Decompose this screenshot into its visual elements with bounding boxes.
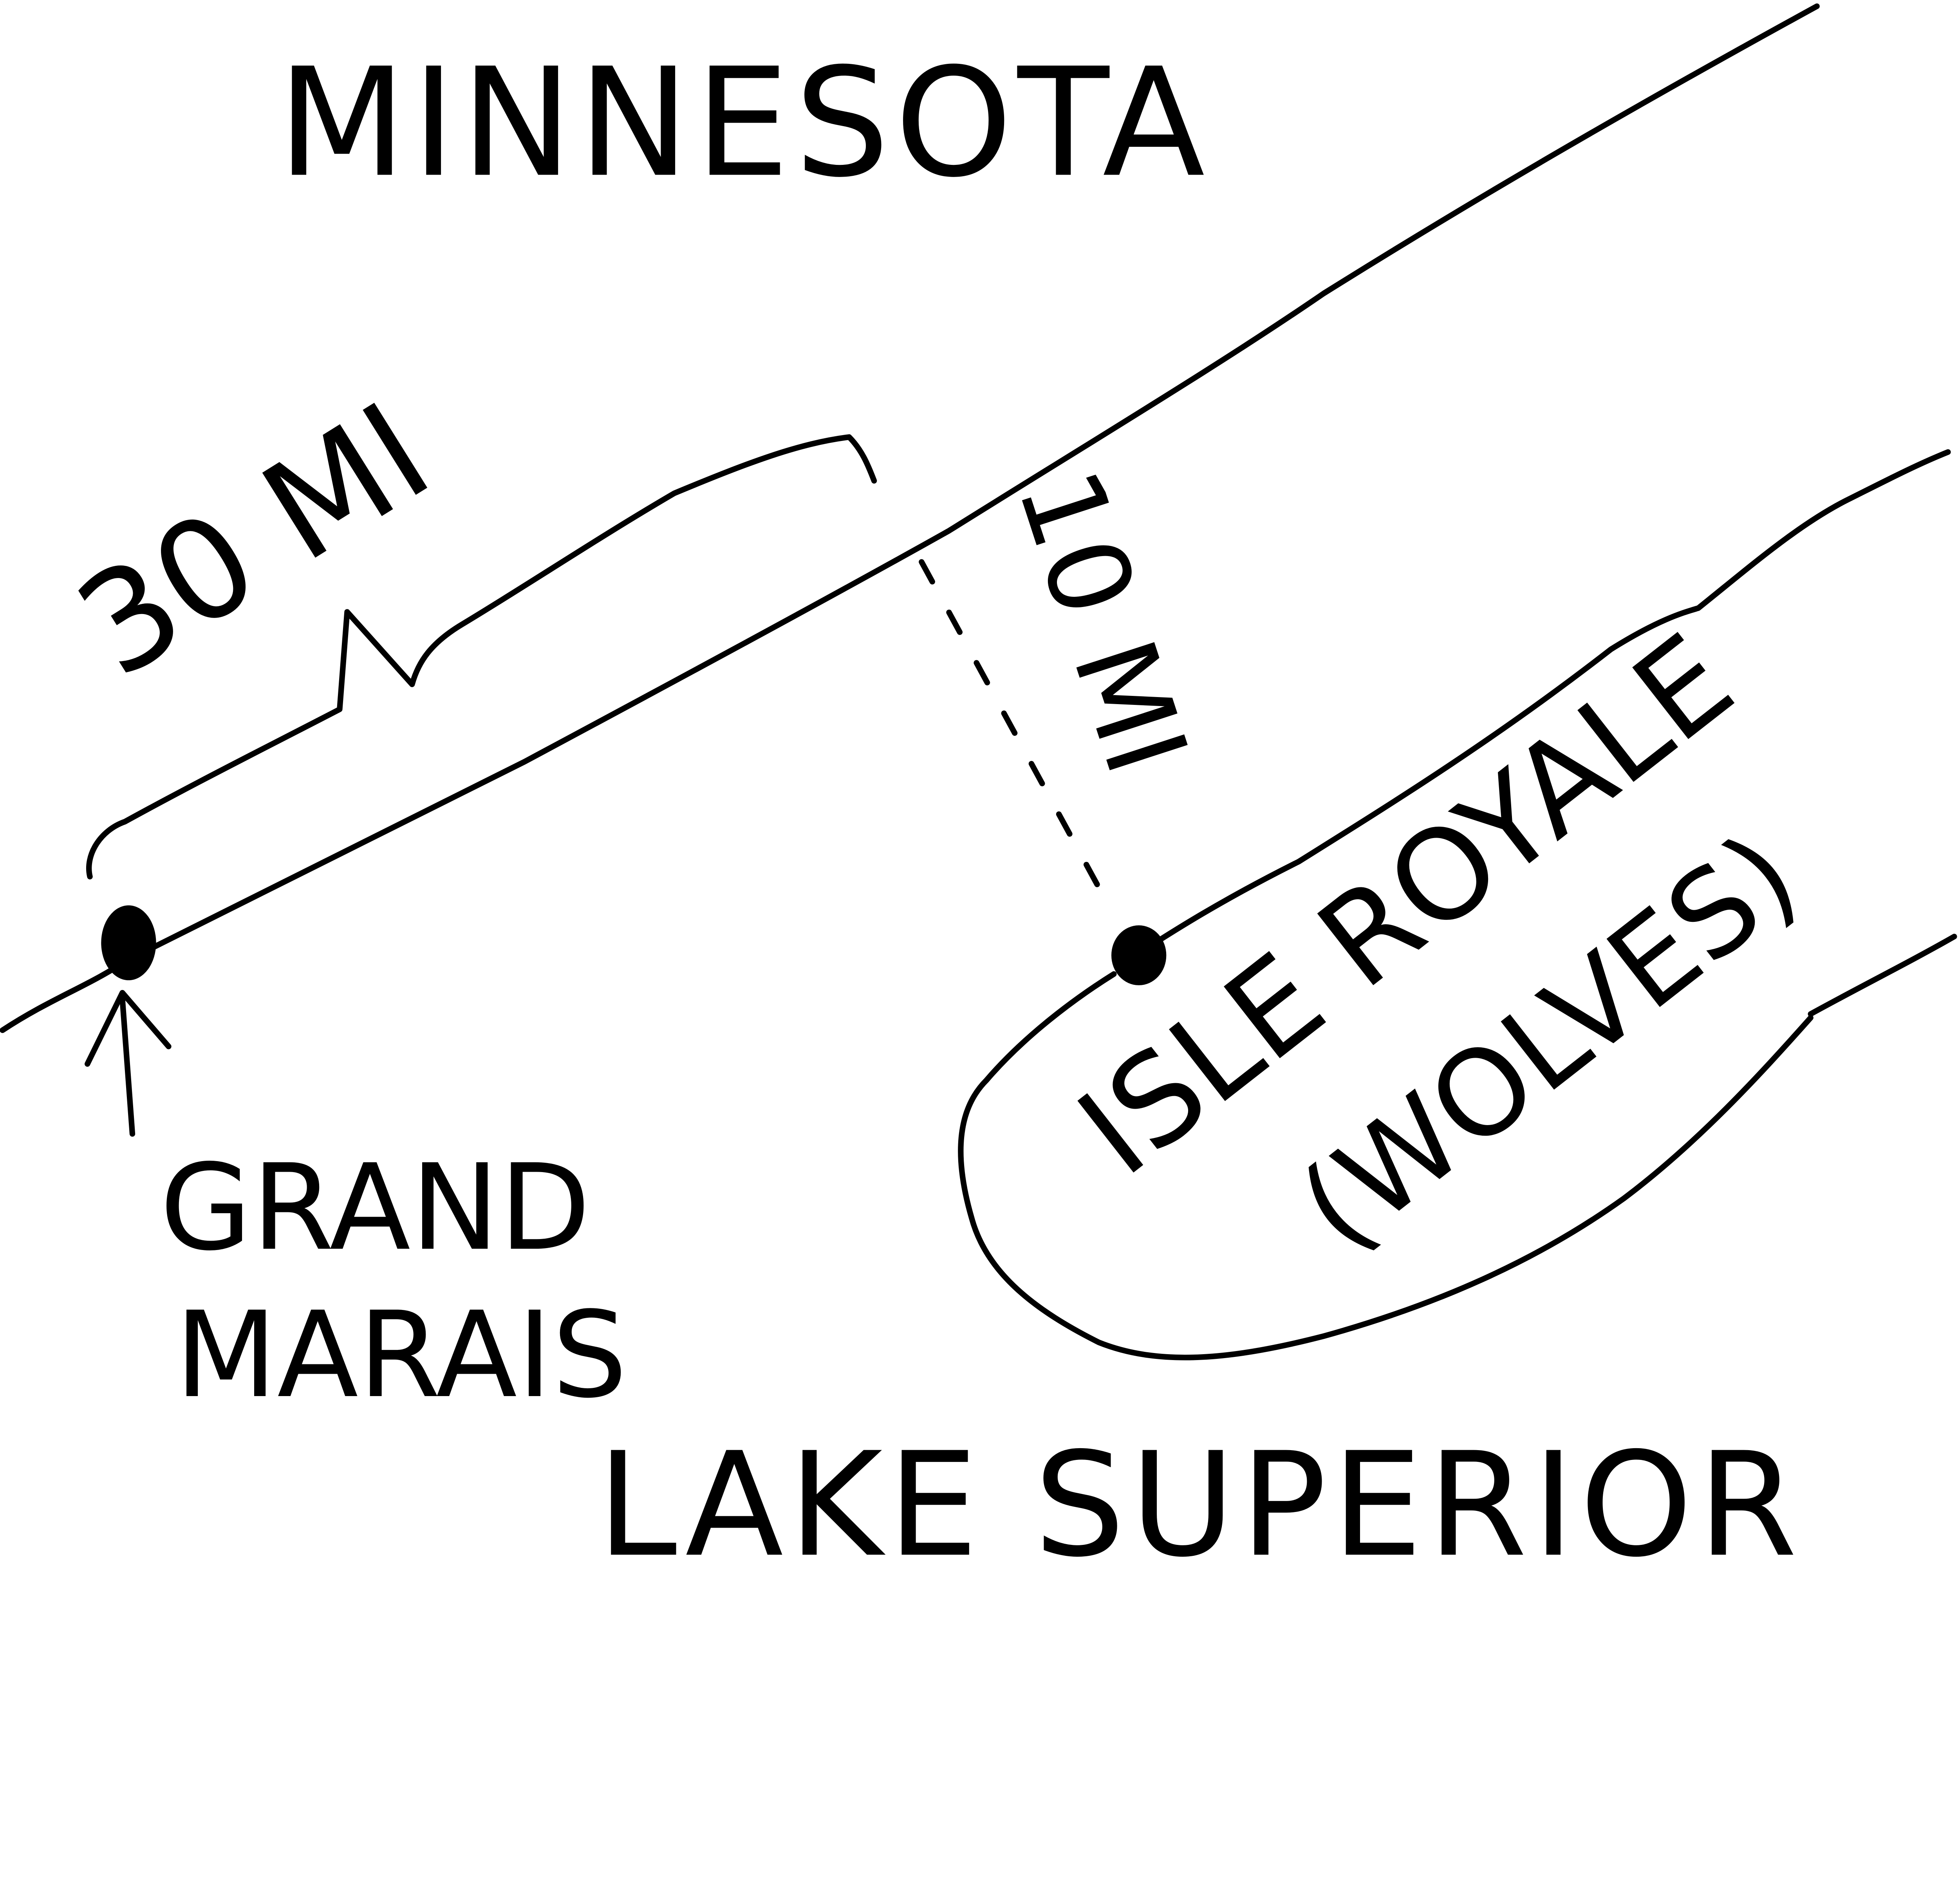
label-marais: MARAIS [175,1286,627,1424]
isle-royale-marker [1111,925,1167,985]
isle-royale-north-shore [1127,449,1951,962]
isle-royale-east-shore [1808,934,1957,1017]
label-30mi: 30 MI [51,372,456,708]
label-lake-superior: LAKE SUPERIOR [597,1422,1802,1572]
distance-dashed-line-10mi [919,559,1108,902]
label-grand: GRAND [160,1139,591,1277]
arrow-icon [85,990,172,1137]
grand-marais-marker [101,905,156,981]
minnesota-shoreline [0,3,1820,1033]
label-10mi: 10 MI [992,455,1212,789]
isle-royale-outline [958,971,1813,1360]
label-minnesota: MINNESOTA [277,36,1210,210]
hand-drawn-map: MINNESOTA 30 MI 10 MI GRAND MARAIS ISLE … [0,3,1957,1572]
distance-brace-30mi [86,434,877,880]
